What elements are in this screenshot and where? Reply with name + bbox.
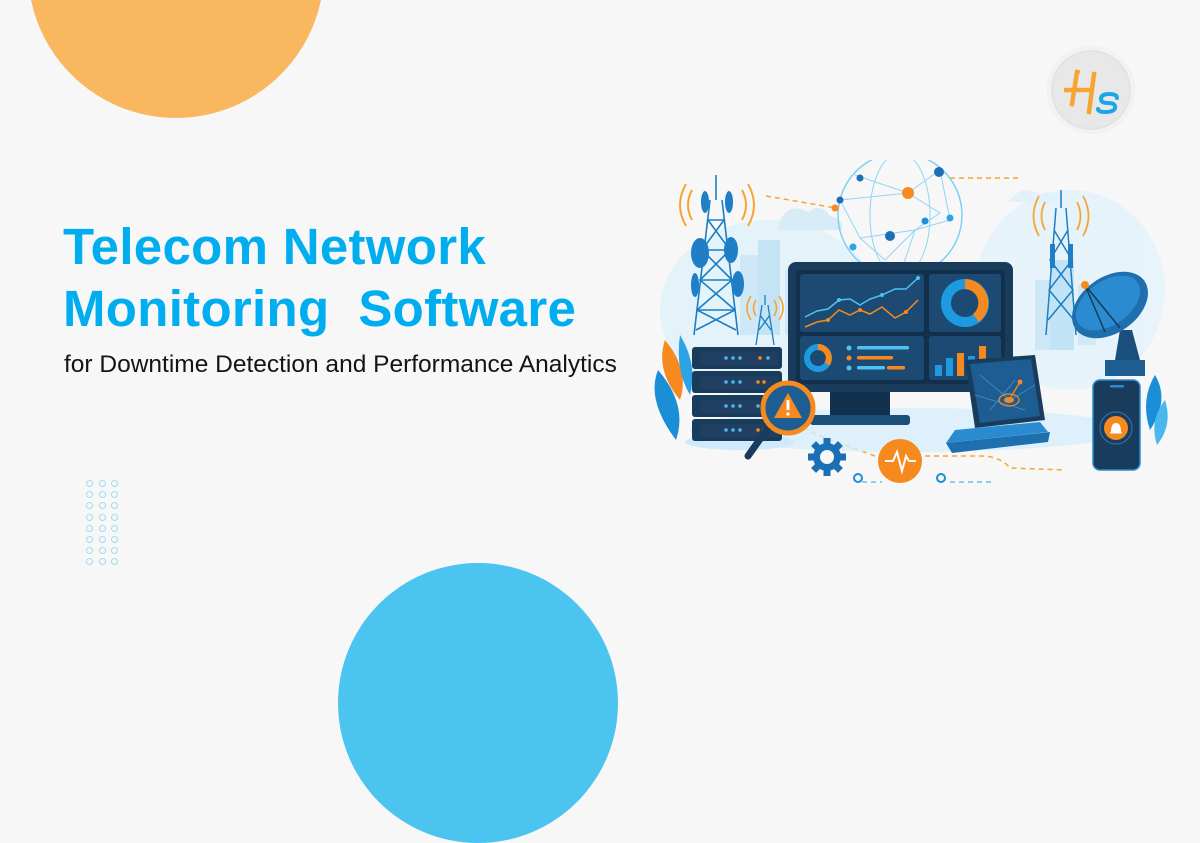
- decorative-leaves: [654, 335, 1168, 445]
- page-subtitle: for Downtime Detection and Performance A…: [64, 351, 617, 378]
- dashboard-monitor-icon: [788, 262, 1013, 425]
- connector-node: [853, 473, 863, 483]
- heartbeat-pulse-icon: [878, 439, 922, 483]
- connection-lines: [765, 177, 1066, 483]
- decorative-dot-grid: [86, 480, 119, 566]
- smartphone-alarm-icon: [1092, 379, 1141, 471]
- connector-node: [936, 473, 946, 483]
- cell-tower-right-icon: [1032, 190, 1090, 336]
- hero-illustration: [650, 152, 1170, 500]
- magnifier-alert-icon: [744, 380, 816, 460]
- gear-icon: [808, 438, 846, 476]
- brand-logo: [1047, 46, 1135, 134]
- decorative-blue-circle: [338, 563, 618, 843]
- hs-logo-icon: [1064, 69, 1119, 115]
- cell-tower-small-icon: [746, 295, 784, 346]
- page-title: Telecom Network Monitoring Software: [63, 216, 576, 340]
- title-line-2: Monitoring Software: [63, 280, 577, 337]
- server-rack-icon: [685, 347, 795, 450]
- cell-tower-left-icon: [679, 175, 755, 336]
- laptop-map-icon: [946, 355, 1050, 453]
- title-line-1: Telecom Network: [63, 218, 487, 275]
- satellite-dish-icon: [1072, 271, 1148, 376]
- line-chart-icon: [804, 276, 920, 328]
- decorative-orange-circle: [28, 0, 324, 118]
- donut-chart-icon: [941, 279, 989, 327]
